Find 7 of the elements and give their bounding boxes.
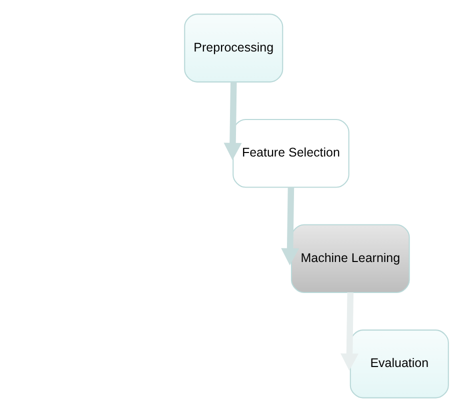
arrow xyxy=(281,187,300,266)
node-box: Evaluation xyxy=(350,330,449,398)
node-box: Machine Learning xyxy=(290,224,410,294)
arrow xyxy=(340,292,359,371)
arrow xyxy=(224,82,242,160)
node-box: Feature Selection xyxy=(232,118,350,188)
node-box: Preprocessing xyxy=(184,14,284,82)
